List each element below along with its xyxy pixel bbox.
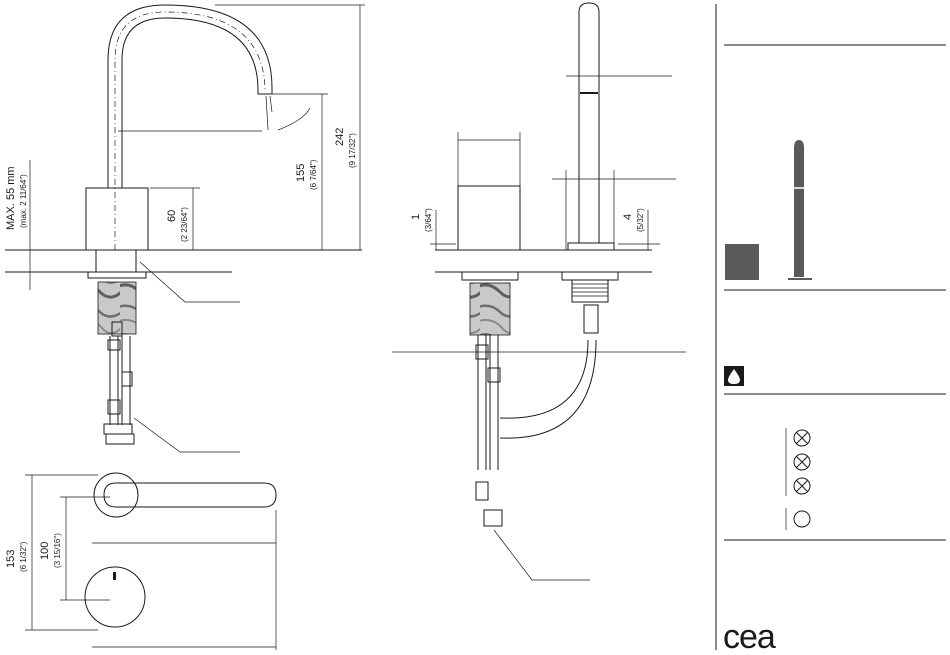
dim-153-inch-label: (6 1/32"): [19, 541, 28, 572]
hose-nut-front: [484, 510, 502, 526]
flex-hose-2: [122, 336, 130, 425]
dim-155-label: 155: [295, 164, 307, 182]
side-elevation-view: 60 (2 23/64") 155 (6 7/64") 242 (9 17/32…: [5, 5, 365, 452]
mixer-body: [86, 188, 148, 250]
water-stream: [266, 96, 272, 130]
handle-body-front: [458, 186, 520, 250]
dim-1-label: 1: [410, 214, 422, 220]
dim-1-inch-label: (3/64"): [424, 208, 433, 232]
dim-thickness-inch-label: (max. 2 11/64"): [19, 174, 28, 228]
dim-100-label: 100: [39, 542, 51, 560]
empty-circle-icon: [794, 511, 810, 527]
leader-nut: [140, 262, 240, 302]
plan-view: 153 (6 1/32") 100 (3 15/16"): [5, 473, 276, 650]
connector-right: [584, 305, 598, 333]
threaded-shank-right: [572, 280, 608, 302]
handle-marker: [113, 572, 116, 580]
crossed-circle-icon: [794, 430, 810, 446]
dim-60-inch-label: (2 23/64"): [180, 207, 189, 242]
crossed-circle-icon: [794, 478, 810, 494]
finish-swatch: [725, 244, 759, 280]
dim-4-inch-label: (5/32"): [636, 208, 645, 232]
stone-spacer: [98, 282, 136, 334]
leader-hose: [134, 418, 240, 452]
nut-right: [562, 272, 618, 280]
hose-nut-2: [106, 434, 134, 444]
dim-242-label: 242: [334, 128, 346, 146]
leader-front: [494, 530, 590, 580]
dim-155-inch-label: (6 7/64"): [309, 159, 318, 190]
hose-ferrule-front-3: [476, 482, 488, 500]
flex-hose-1: [110, 336, 118, 425]
hose-nut-1: [104, 424, 132, 434]
dim-thickness-label: MAX. 55 mm: [5, 166, 17, 230]
spout-rod-front: [579, 3, 599, 243]
thread-lines: [572, 284, 608, 296]
dim-153-label: 153: [5, 550, 17, 568]
dim-242-inch-label: (9 17/32"): [348, 133, 357, 168]
spout-plan-outline: [104, 483, 276, 507]
front-elevation-view: 1 (3/64") 4 (5/32"): [392, 3, 686, 580]
flow-arc: [278, 108, 310, 130]
info-panel: cea: [716, 4, 946, 655]
stone-spacer-front: [470, 283, 510, 335]
product-silhouette: [794, 140, 804, 277]
shank: [96, 250, 136, 272]
spout-rod-base: [568, 243, 614, 250]
water-drop-icon: [724, 366, 744, 386]
dim-60-label: 60: [166, 210, 178, 222]
crossed-circle-icon: [794, 454, 810, 470]
nut-left: [462, 272, 518, 280]
dim-4-label: 4: [622, 214, 634, 220]
spout-outer: [108, 5, 272, 188]
locking-nut: [88, 272, 146, 278]
connecting-hose: [500, 340, 596, 438]
brand-logo: cea: [723, 618, 776, 655]
spout-base-circle: [94, 473, 138, 517]
dim-100-inch-label: (3 15/16"): [53, 533, 62, 568]
